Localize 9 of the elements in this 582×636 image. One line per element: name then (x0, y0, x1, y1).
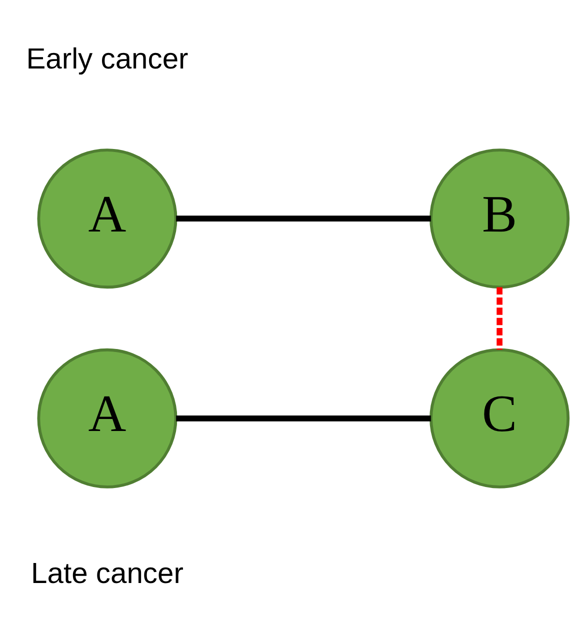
label: Late cancer (31, 558, 184, 590)
node-circle: C (430, 348, 570, 488)
connector (176, 414, 431, 421)
label: Early cancer (26, 42, 188, 75)
node-circle: A (37, 148, 178, 288)
connector (176, 215, 431, 222)
node-circle: B (430, 148, 570, 288)
node-circle: A (37, 348, 178, 488)
connector (496, 286, 502, 350)
